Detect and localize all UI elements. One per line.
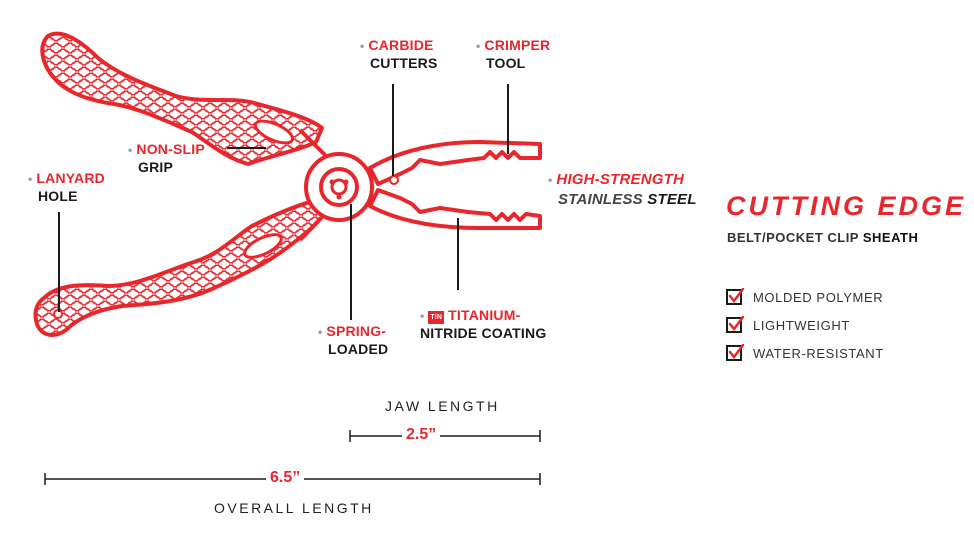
bullet-icon: • [420, 309, 425, 323]
callout-text: LOADED [328, 341, 389, 357]
callout-text: GRIP [138, 159, 174, 175]
callout-crimper-tool: •CRIMPER TOOL [476, 37, 550, 72]
bullet-icon: • [28, 172, 33, 186]
overall-length-caption: OVERALL LENGTH [214, 500, 374, 516]
callout-text: HOLE [38, 188, 78, 204]
lower-jaw [368, 188, 542, 230]
callout-text: TOOL [486, 55, 526, 71]
bullet-icon: • [128, 143, 133, 157]
feature-label: MOLDED POLYMER [753, 289, 884, 305]
feature-label: LIGHTWEIGHT [753, 317, 850, 333]
callout-highlight: TITANIUM- [448, 307, 521, 323]
callout-highlight: NON-SLIP [136, 141, 205, 157]
bullet-icon: • [318, 325, 323, 339]
feature-item: MOLDED POLYMER [726, 283, 884, 311]
callout-highlight: LANYARD [36, 170, 105, 186]
subtitle-bold: SHEATH [862, 230, 919, 245]
callout-text-bold: STEEL [647, 191, 697, 208]
upper-grip-slot [253, 119, 295, 145]
bullet-icon: • [360, 39, 365, 53]
cutter-edge [389, 175, 399, 185]
callout-high-strength-steel: •HIGH-STRENGTH STAINLESS STEEL [548, 170, 697, 210]
checkbox-checked-icon [726, 316, 744, 333]
lower-grip-slot [243, 233, 283, 259]
feature-label: WATER-RESISTANT [753, 345, 884, 361]
callout-lanyard-hole: •LANYARD HOLE [28, 170, 105, 205]
overall-length-value: 6.5” [266, 469, 305, 487]
bullet-icon: • [476, 39, 481, 53]
panel-subtitle: BELT/POCKET CLIP SHEATH [727, 230, 918, 245]
callout-carbide-cutters: •CARBIDE CUTTERS [360, 37, 438, 72]
subtitle-light: BELT/POCKET CLIP [727, 230, 859, 245]
callout-highlight: HIGH-STRENGTH [556, 171, 685, 188]
callout-spring-loaded: •SPRING- LOADED [318, 323, 388, 358]
jaw-length-value: 2.5” [402, 426, 441, 444]
checkbox-checked-icon [726, 344, 744, 361]
callout-text: NITRIDE COATING [420, 325, 547, 341]
callout-highlight: CRIMPER [484, 37, 551, 53]
callout-highlight: CARBIDE [368, 37, 434, 53]
lower-handle [33, 198, 326, 337]
feature-item: WATER-RESISTANT [726, 339, 884, 367]
upper-jaw [368, 140, 542, 186]
upper-handle [40, 31, 324, 166]
jaw-length-caption: JAW LENGTH [385, 398, 500, 414]
bullet-icon: • [548, 173, 553, 187]
feature-item: LIGHTWEIGHT [726, 311, 884, 339]
checkbox-checked-icon [726, 288, 744, 305]
tin-badge-icon: TiN [428, 311, 445, 324]
callout-text: CUTTERS [370, 55, 438, 71]
feature-list: MOLDED POLYMER LIGHTWEIGHT WATER-RESISTA… [726, 283, 884, 367]
pivot-inner [319, 167, 359, 207]
panel-title: CUTTING EDGE [726, 191, 967, 221]
callout-highlight: SPRING- [326, 323, 387, 339]
callout-non-slip-grip: •NON-SLIP GRIP [128, 141, 205, 176]
callout-text-light: STAINLESS [558, 191, 643, 208]
